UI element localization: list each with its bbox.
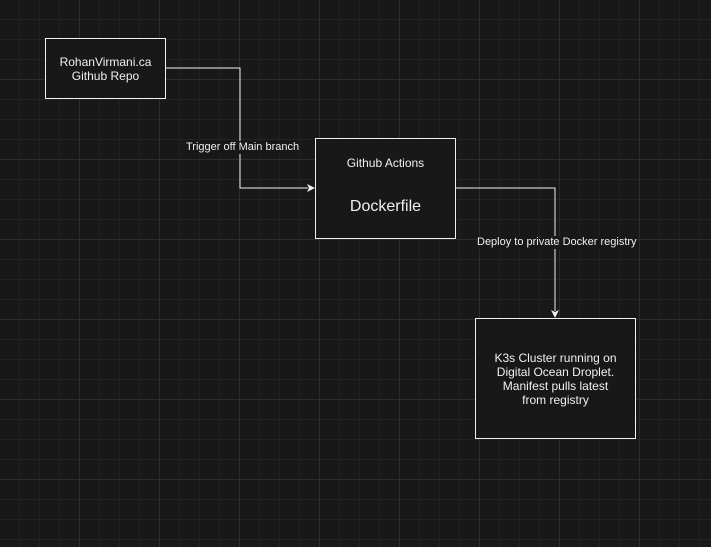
repo-site-label: RohanVirmani.ca [59,54,152,69]
github-actions-node[interactable]: Github Actions Dockerfile [315,138,456,239]
github-repo-node[interactable]: RohanVirmani.ca Github Repo [45,38,166,99]
deploy-edge-label: Deploy to private Docker registry [477,236,637,249]
k3s-cluster-node[interactable]: K3s Cluster running on Digital Ocean Dro… [475,318,636,439]
edge-repo-to-actions [166,67,315,192]
trigger-edge-label: Trigger off Main branch [186,141,300,154]
edge-actions-to-k3s [456,187,559,318]
actions-subtitle: Github Actions [346,156,425,170]
arrowhead-icon [551,310,559,318]
k3s-cluster-text: K3s Cluster running on Digital Ocean Dro… [494,350,617,407]
arrowhead-icon [307,184,315,192]
dockerfile-title: Dockerfile [349,198,422,215]
repo-type-label: Github Repo [71,68,140,83]
